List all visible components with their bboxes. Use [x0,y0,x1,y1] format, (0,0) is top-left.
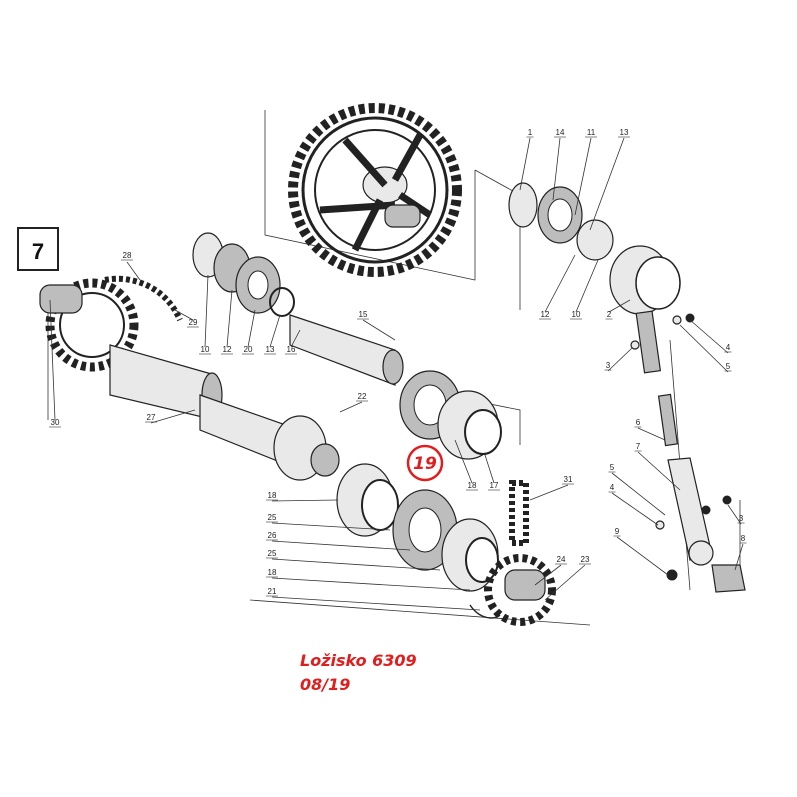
part-label: 23 [581,555,590,564]
part-label: 18 [268,568,277,577]
part-label: 13 [266,345,275,354]
part-label: 15 [359,310,368,319]
highlight-circle [406,444,444,482]
left-bearing-parts [192,232,295,317]
part-label: 9 [615,527,620,536]
left-sprocket-chain [39,275,183,372]
part-label: 10 [201,345,210,354]
part-label: 3 [739,514,744,523]
part-label: 18 [468,481,477,490]
part-label: 4 [610,483,615,492]
part-label: 6 [636,418,641,427]
part-label: 17 [490,481,499,490]
part-label: 24 [557,555,566,564]
part-label: 2 [607,310,612,319]
part-label: 16 [287,345,296,354]
part-label: 29 [189,318,198,327]
part-label: 31 [564,475,573,484]
part-label: 11 [587,128,596,137]
part-label: 28 [123,251,132,260]
middle-bearing [399,370,502,460]
large-sprocket [288,103,462,277]
caption-part-name: Ložisko 6309 [300,651,417,670]
part-label: 5 [726,362,731,371]
part-label: 14 [556,128,565,137]
part-label: 13 [620,128,629,137]
section-number: 7 [32,239,44,264]
part-label: 12 [541,310,550,319]
part-label: 8 [741,534,746,543]
highlight-label: 19 [413,454,437,474]
part-label: 25 [268,513,277,522]
part-label: 18 [268,491,277,500]
caption: Ložisko 6309 08/19 [300,651,417,694]
part-label: 20 [244,345,253,354]
section-number-box: 7 [17,227,59,271]
part-label: 22 [358,392,367,401]
part-label: 4 [726,343,731,352]
part-label: 27 [147,413,156,422]
part-label: 30 [51,418,60,427]
part-label: 25 [268,549,277,558]
part-label: 1 [528,128,533,137]
leader-lines [49,137,744,611]
part-label: 5 [610,463,615,472]
chain-segment [509,480,529,546]
part-label: 12 [223,345,232,354]
part-label: 21 [268,587,277,596]
top-right-bearing-assembly [508,182,695,374]
caption-date: 08/19 [300,675,350,694]
lower-right-lever [655,393,746,593]
part-label: 26 [268,531,277,540]
highlight-callout: 19 [406,444,444,482]
part-label: 10 [572,310,581,319]
part-label: 7 [636,442,641,451]
shafts [109,314,404,481]
part-label: 3 [606,361,611,370]
